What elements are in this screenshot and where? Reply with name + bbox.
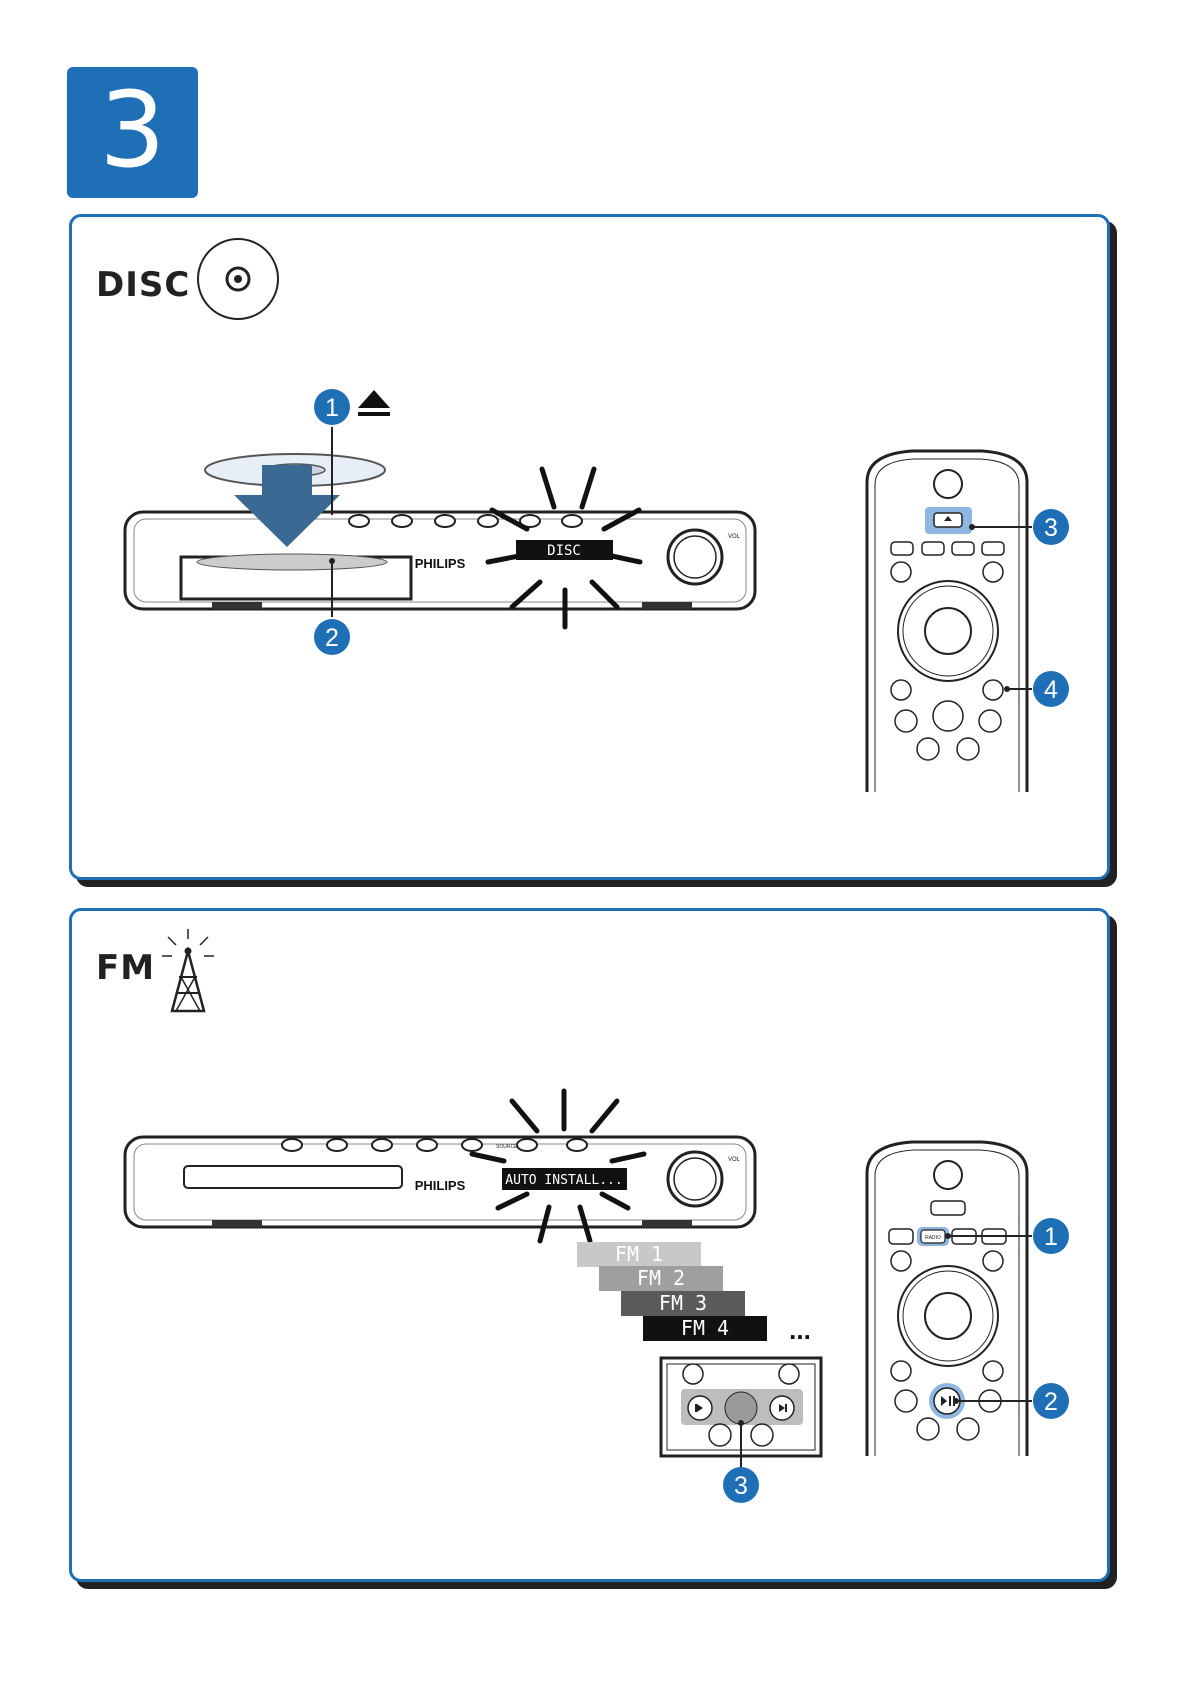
- disc-remote: [867, 451, 1027, 792]
- preset-ellipsis: ...: [789, 1315, 811, 1345]
- radio-button-label: RADIO: [925, 1235, 941, 1241]
- disc-display-text: DISC: [547, 543, 581, 559]
- svg-text:3: 3: [734, 1472, 748, 1500]
- fm-diagram: PHILIPS VOL SOURCE AUTO INSTALL... FM 1 …: [72, 911, 1107, 1579]
- preset-fm4: FM 4: [681, 1316, 729, 1340]
- preset-fm3: FM 3: [659, 1291, 707, 1315]
- fm-device-brand: PHILIPS: [415, 1178, 466, 1193]
- disc-vol-label: VOL: [728, 534, 741, 540]
- fm-remote: [867, 1142, 1027, 1456]
- disc-icon: [198, 239, 278, 319]
- fm-source-label: SOURCE: [496, 1144, 518, 1150]
- svg-text:2: 2: [325, 624, 339, 652]
- eject-icon: [358, 390, 390, 416]
- fm-panel: FM: [69, 908, 1110, 1582]
- svg-text:1: 1: [1044, 1223, 1058, 1251]
- svg-text:2: 2: [1044, 1388, 1058, 1416]
- disc-device-brand: PHILIPS: [415, 556, 466, 571]
- fm-display-text: AUTO INSTALL...: [505, 1173, 622, 1188]
- step-number: 3: [67, 75, 198, 185]
- svg-text:3: 3: [1044, 514, 1058, 542]
- svg-text:4: 4: [1044, 676, 1058, 704]
- antenna-icon: [162, 929, 214, 1011]
- preset-fm2: FM 2: [637, 1266, 685, 1290]
- svg-text:1: 1: [325, 394, 339, 422]
- fm-vol-label: VOL: [728, 1157, 741, 1163]
- disc-diagram: PHILIPS VOL DISC 1: [72, 217, 1107, 877]
- step-number-badge: 3: [67, 67, 198, 198]
- preset-fm1: FM 1: [615, 1242, 663, 1266]
- disc-panel: DISC: [69, 214, 1110, 880]
